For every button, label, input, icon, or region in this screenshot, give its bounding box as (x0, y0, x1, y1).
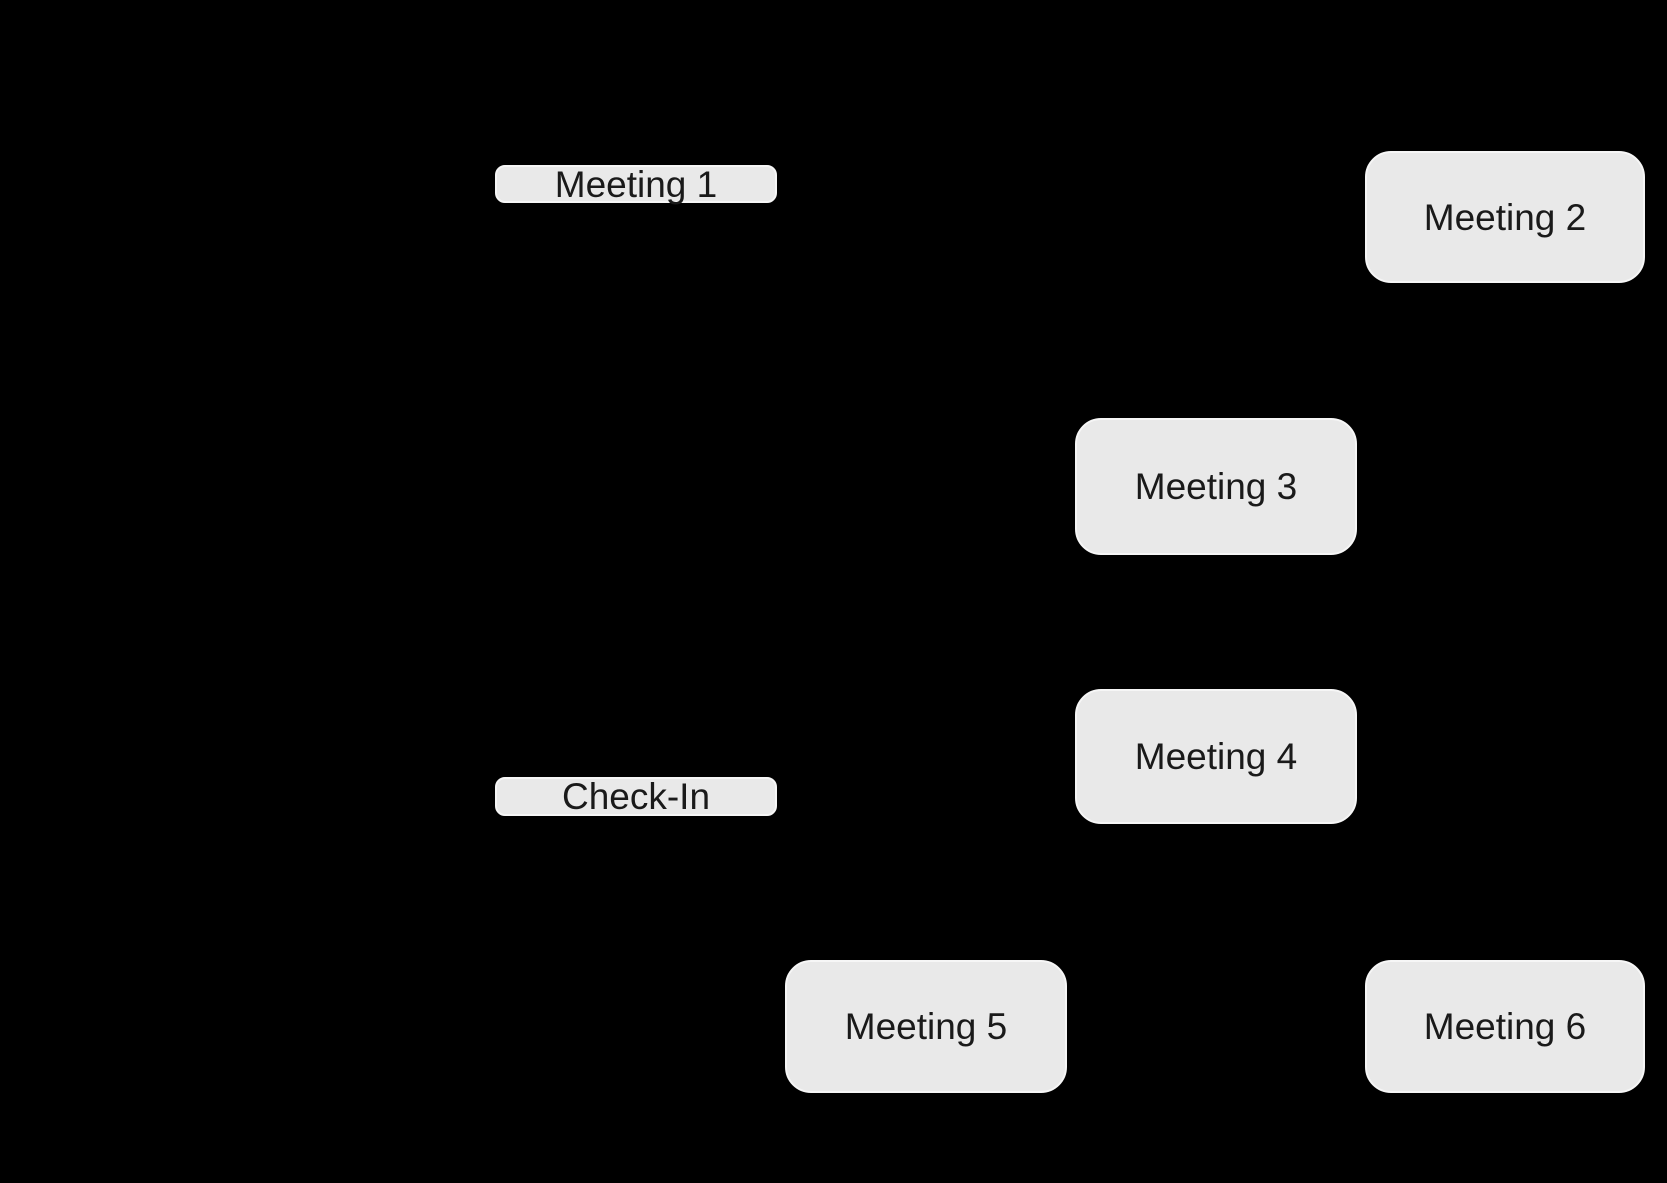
event-meeting-1[interactable]: Meeting 1 (495, 165, 777, 203)
event-meeting-5[interactable]: Meeting 5 (785, 960, 1067, 1093)
event-meeting-3[interactable]: Meeting 3 (1075, 418, 1357, 555)
event-label: Check-In (561, 776, 711, 817)
event-label: Meeting 4 (1134, 736, 1298, 777)
event-meeting-6[interactable]: Meeting 6 (1365, 960, 1645, 1093)
event-label: Meeting 6 (1423, 1006, 1587, 1047)
event-label: Meeting 5 (844, 1006, 1008, 1047)
event-label: Meeting 1 (554, 163, 718, 205)
event-label: Meeting 2 (1423, 196, 1587, 238)
event-meeting-4[interactable]: Meeting 4 (1075, 689, 1357, 824)
event-check-in[interactable]: Check-In (495, 777, 777, 816)
event-meeting-2[interactable]: Meeting 2 (1365, 151, 1645, 283)
event-label: Meeting 3 (1134, 466, 1298, 507)
